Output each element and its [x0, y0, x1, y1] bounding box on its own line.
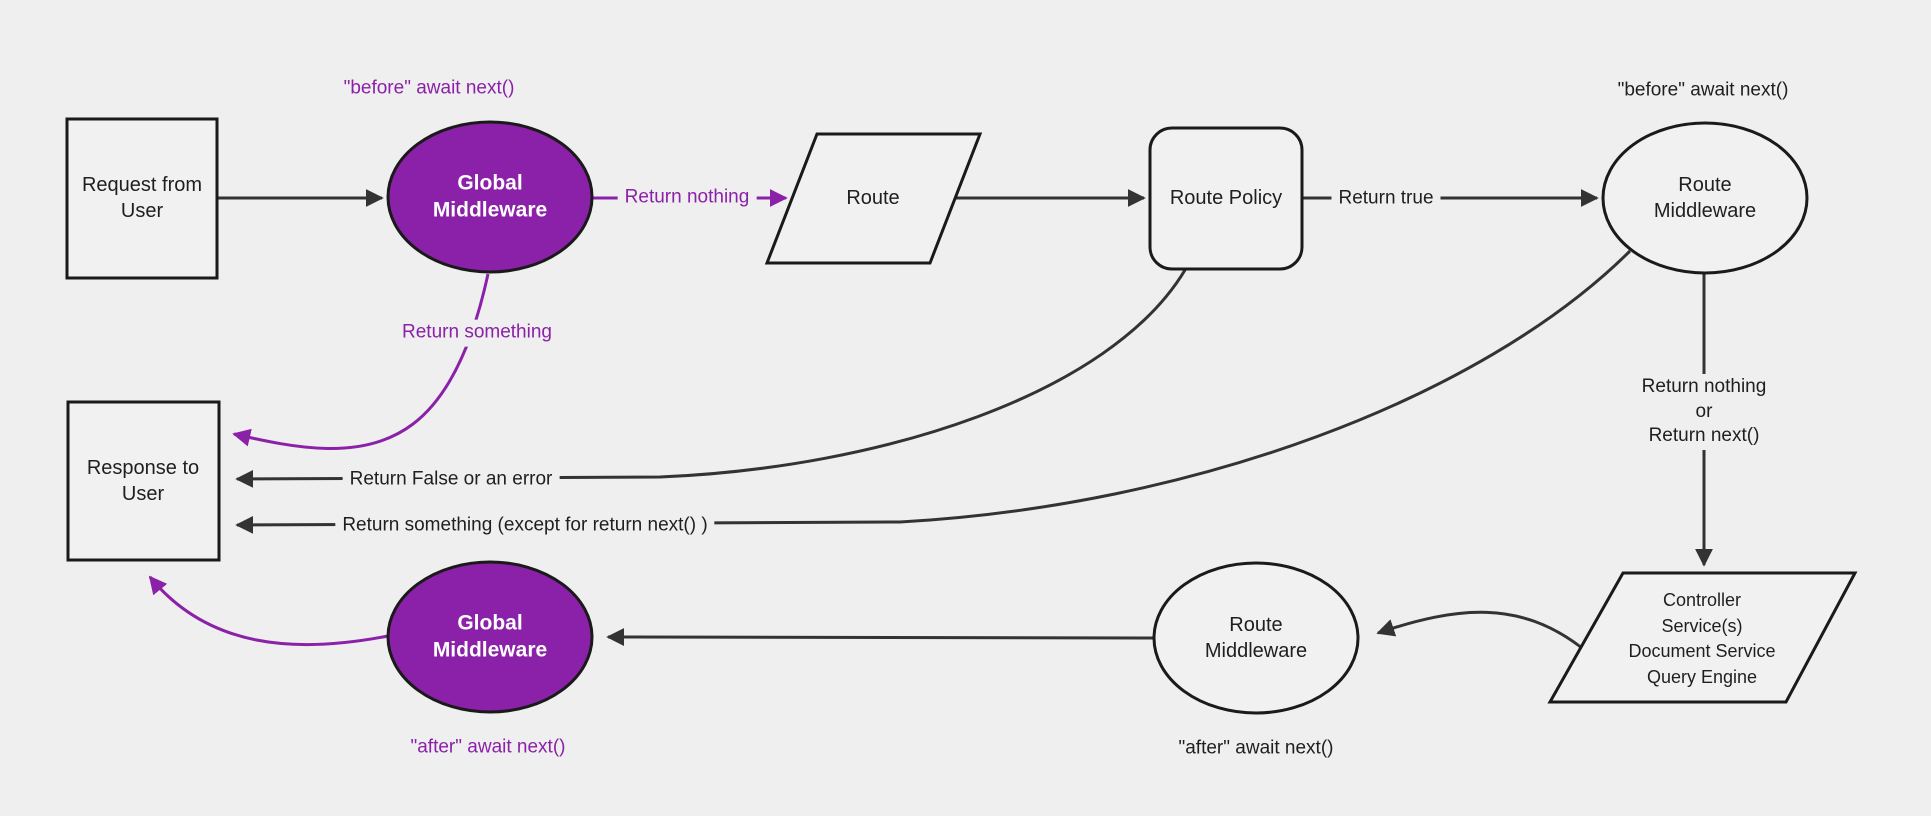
node-request-from-user [65, 117, 219, 280]
edge-controller-to-route-middleware-bottom [1376, 610, 1583, 650]
node-controller-services [1547, 571, 1858, 704]
edge-global-middleware-to-response [232, 273, 490, 450]
node-route-policy [1148, 126, 1304, 271]
before-await-next-route-label: "before" await next() [1617, 79, 1789, 101]
return-true-label: Return true [1331, 185, 1441, 213]
node-route-middleware-top [1601, 121, 1809, 275]
return-something-except-label: Return something (except for return next… [335, 512, 715, 540]
edge-route-middleware-to-response [235, 249, 1632, 534]
node-response-to-user [66, 400, 221, 562]
route-node-label: Route [846, 187, 900, 209]
response-node-label: Response to User [86, 457, 200, 505]
edge-route-middleware-bottom-to-global-middleware-bottom [606, 628, 1155, 647]
global-middleware-bottom-label: Global Middleware [432, 611, 548, 662]
before-await-next-global-label: "before" await next() [343, 77, 515, 99]
route-middleware-top-label: Route Middleware [1653, 174, 1757, 222]
node-global-middleware-bottom [386, 560, 594, 714]
after-await-next-global-label: "after" await next() [410, 736, 566, 758]
node-route [764, 132, 983, 265]
return-nothing-or-next-label: Return nothing or Return next() [1634, 373, 1774, 451]
return-something-label: Return something [395, 319, 559, 347]
node-route-middleware-bottom [1152, 561, 1360, 715]
route-middleware-bottom-label: Route Middleware [1204, 614, 1308, 662]
edge-global-middleware-bottom-to-response [148, 575, 389, 647]
node-global-middleware-top [386, 120, 594, 274]
request-node-label: Request from User [81, 174, 203, 222]
return-nothing-label: Return nothing [617, 184, 757, 212]
route-policy-node-label: Route Policy [1169, 187, 1283, 209]
controller-services-label: Controller Service(s) Document Service Q… [1628, 589, 1776, 687]
edge-route-policy-to-response [235, 269, 1187, 488]
after-await-next-route-label: "after" await next() [1178, 737, 1334, 759]
return-false-or-error-label: Return False or an error [342, 466, 560, 494]
global-middleware-top-label: Global Middleware [432, 171, 548, 222]
